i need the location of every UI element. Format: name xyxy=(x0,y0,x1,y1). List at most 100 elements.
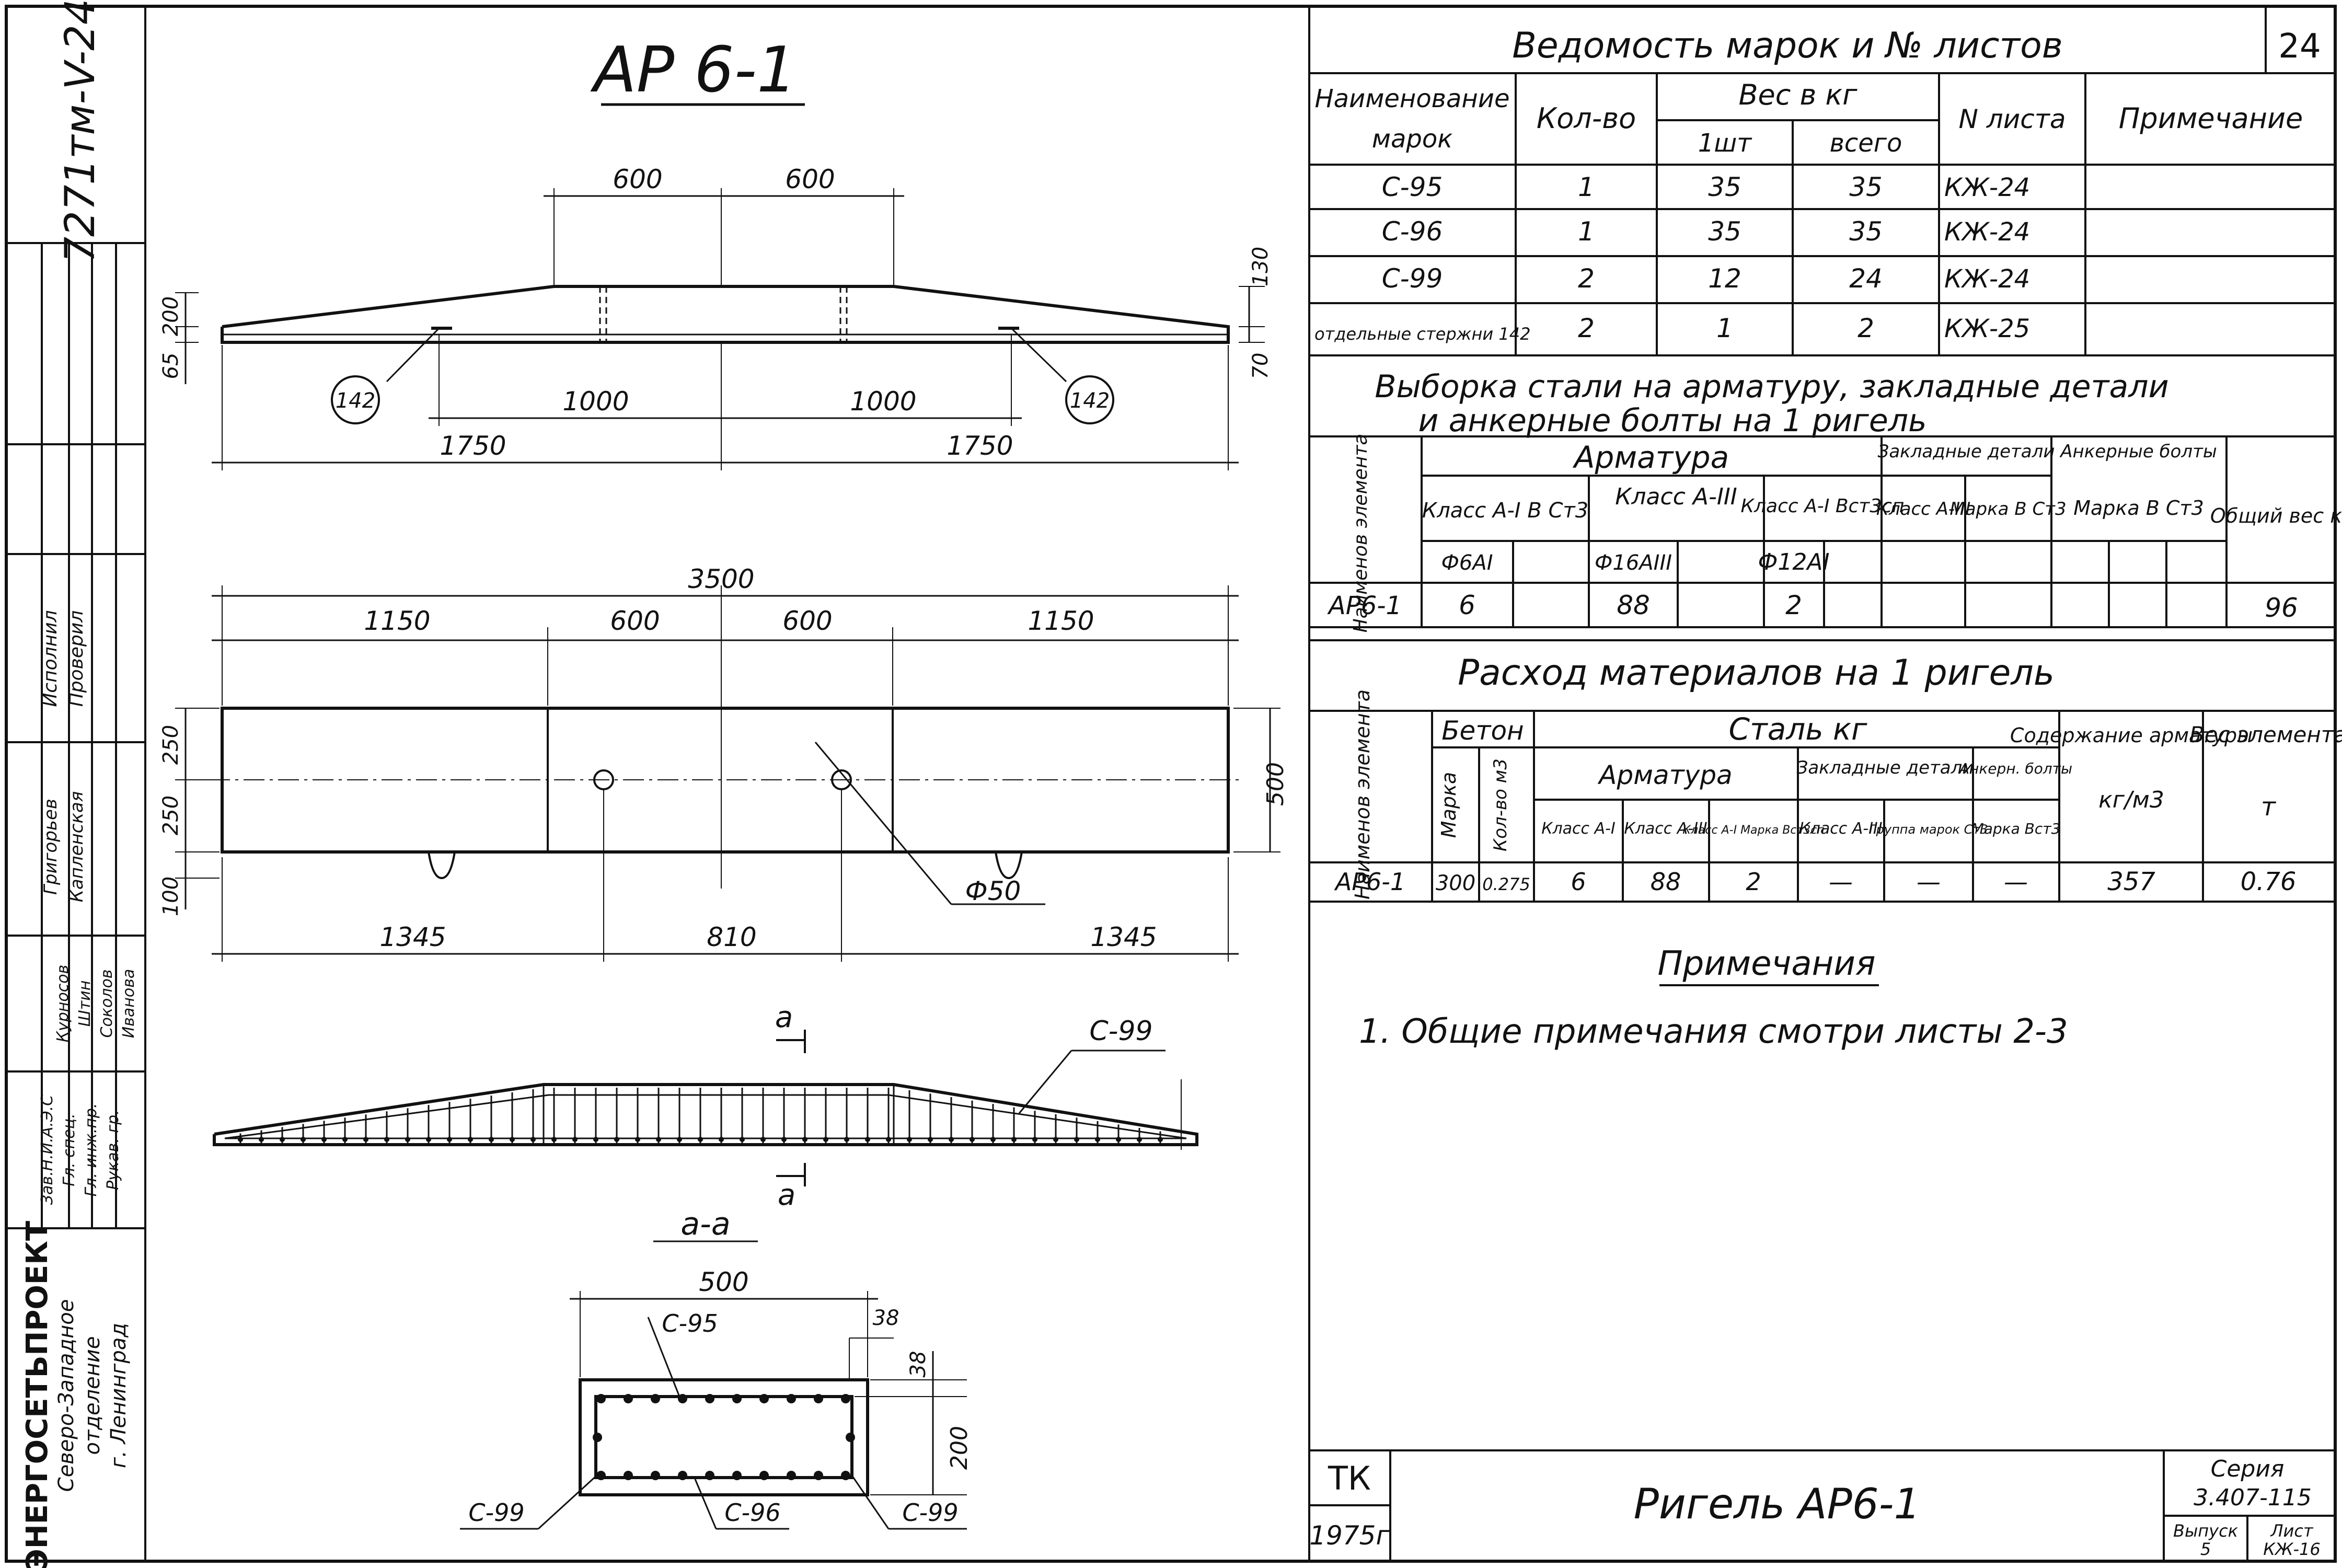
elev-dim-1750-left: 1750 xyxy=(440,431,506,461)
marks-table-grid xyxy=(1308,6,2335,1561)
rebar-dot xyxy=(259,1137,264,1142)
materials-sub-2: Класс А-III xyxy=(1624,820,1707,838)
section-rebar xyxy=(651,1471,660,1480)
rebar-dot xyxy=(865,1137,870,1142)
beam-plan xyxy=(175,585,1280,962)
org-sub1: Северо-Западное xyxy=(54,1299,78,1492)
steel-class-3: Класс А-I Вст3сп xyxy=(1740,495,1904,517)
materials-h-steel: Сталь кг xyxy=(1728,711,1867,747)
marks-h-name-2: марок xyxy=(1372,124,1452,154)
svg-text:6: 6 xyxy=(1571,868,1586,896)
svg-text:88: 88 xyxy=(1651,868,1681,896)
name-kurnosov: Курносов xyxy=(54,965,72,1043)
stamp-sheet-label: Лист xyxy=(2270,1521,2313,1541)
steel-h-total: Общий вес кг xyxy=(2210,504,2342,527)
marks-row-1: С-95 1 35 35 КЖ-24 xyxy=(1382,172,2030,202)
rebar-dot xyxy=(301,1137,306,1142)
svg-text:12: 12 xyxy=(1708,263,1741,294)
section-rebar xyxy=(596,1394,606,1403)
materials-h-content-unit: кг/м3 xyxy=(2098,787,2164,813)
section-label-c99-left: С-99 xyxy=(468,1498,524,1527)
steel-table-grid xyxy=(1309,435,2335,628)
rebar-dot xyxy=(447,1137,452,1142)
stamp-sheet: КЖ-16 xyxy=(2263,1539,2320,1559)
rebar-dot xyxy=(468,1137,473,1142)
svg-text:2: 2 xyxy=(1858,313,1874,343)
section-dim-200: 200 xyxy=(946,1426,973,1470)
section-rebar xyxy=(624,1471,633,1480)
steel-h-element: Наименов элемента xyxy=(1350,434,1371,633)
svg-text:КЖ-24: КЖ-24 xyxy=(1944,264,2030,294)
rebar-dot xyxy=(760,1137,766,1142)
rebar-dot xyxy=(698,1137,703,1142)
svg-text:35: 35 xyxy=(1708,172,1741,202)
plan-dim-100: 100 xyxy=(159,877,183,916)
svg-text:2: 2 xyxy=(1746,868,1761,896)
section-dim-38-top: 38 xyxy=(873,1306,899,1330)
svg-text:С-96: С-96 xyxy=(1382,216,1443,247)
steel-h-anchor: Анкерные болты xyxy=(2059,441,2217,462)
rebar-dot xyxy=(781,1137,787,1142)
section-rebar xyxy=(841,1471,850,1480)
steel-title-1: Выборка стали на арматуру, закладные дет… xyxy=(1375,368,2168,405)
rebar-dot xyxy=(593,1137,598,1142)
materials-sub-6: Марка Вст3 xyxy=(1971,820,2061,837)
marks-h-sheet: N листа xyxy=(1958,104,2066,134)
svg-text:0.275: 0.275 xyxy=(1482,874,1530,894)
rebar-dot xyxy=(530,1137,536,1142)
svg-text:0.76: 0.76 xyxy=(2241,867,2297,896)
section-mark-top: а xyxy=(775,1000,793,1034)
sheet-number: 24 xyxy=(2278,27,2321,66)
steel-row: АР6-1 6 88 2 96 xyxy=(1327,590,2298,623)
steel-class-5: Марка В Ст3 xyxy=(1949,499,2066,520)
doc-code: 7271тм-V-24 xyxy=(57,0,104,262)
materials-h-content: Содержание арматуры xyxy=(2010,724,2253,747)
section-rebar xyxy=(705,1471,714,1480)
name-grigoriev: Григорьев xyxy=(40,799,61,895)
section-rebar xyxy=(846,1433,855,1442)
steel-diam-2: Ф16АIII xyxy=(1595,551,1672,575)
svg-text:24: 24 xyxy=(1849,263,1883,294)
section-rebar xyxy=(678,1394,687,1403)
rod-mark-right: 142 xyxy=(1070,389,1110,413)
section-rebar xyxy=(705,1394,714,1403)
svg-text:С-99: С-99 xyxy=(1382,263,1443,294)
section-rebar xyxy=(624,1394,633,1403)
materials-h-weight-unit: т xyxy=(2261,792,2277,822)
elev-dim-1000-right: 1000 xyxy=(850,386,916,417)
role-chief-eng: Гл. инж.пр. xyxy=(82,1103,100,1197)
section-rebar xyxy=(787,1394,796,1403)
stamp-name: Ригель АР6-1 xyxy=(1634,1480,1921,1528)
steel-diam-3: Ф12АI xyxy=(1758,549,1830,575)
section-rebar xyxy=(841,1394,850,1403)
section-rebar xyxy=(596,1471,606,1480)
svg-text:АР6-1: АР6-1 xyxy=(1334,868,1405,896)
notes-title: Примечания xyxy=(1658,944,1876,983)
rebar-dot xyxy=(1074,1137,1079,1142)
rebar-dot xyxy=(426,1137,431,1142)
stamp-grid xyxy=(1309,1449,2335,1561)
rebar-dot xyxy=(551,1137,557,1142)
elev-dim-70: 70 xyxy=(1249,353,1273,379)
svg-text:35: 35 xyxy=(1849,172,1883,202)
elev-dim-600-left: 600 xyxy=(613,164,662,194)
org-sub2: отделение xyxy=(80,1336,105,1455)
section-rebar xyxy=(814,1394,823,1403)
svg-text:300: 300 xyxy=(1436,871,1475,895)
marks-h-qty: Кол-во xyxy=(1537,102,1636,135)
stamp-year: 1975г xyxy=(1309,1520,1390,1551)
rebar-dot xyxy=(405,1137,410,1142)
steel-class-1: Класс А-I В Ст3 xyxy=(1422,499,1588,523)
rebar-dot xyxy=(1053,1137,1058,1142)
svg-text:—: — xyxy=(1917,868,1941,896)
section-label-c95: С-95 xyxy=(662,1309,718,1338)
plan-dim-1345-right: 1345 xyxy=(1090,922,1157,952)
svg-text:АР6-1: АР6-1 xyxy=(1327,591,1402,620)
materials-h-emb: Закладные детали xyxy=(1797,757,1974,778)
svg-text:—: — xyxy=(1829,868,1853,896)
plan-dim-810: 810 xyxy=(707,922,756,952)
rebar-dot xyxy=(823,1137,828,1142)
section-rebar xyxy=(651,1394,660,1403)
materials-h-anch: Анкерн. болты xyxy=(1958,760,2072,777)
svg-text:357: 357 xyxy=(2107,867,2155,896)
